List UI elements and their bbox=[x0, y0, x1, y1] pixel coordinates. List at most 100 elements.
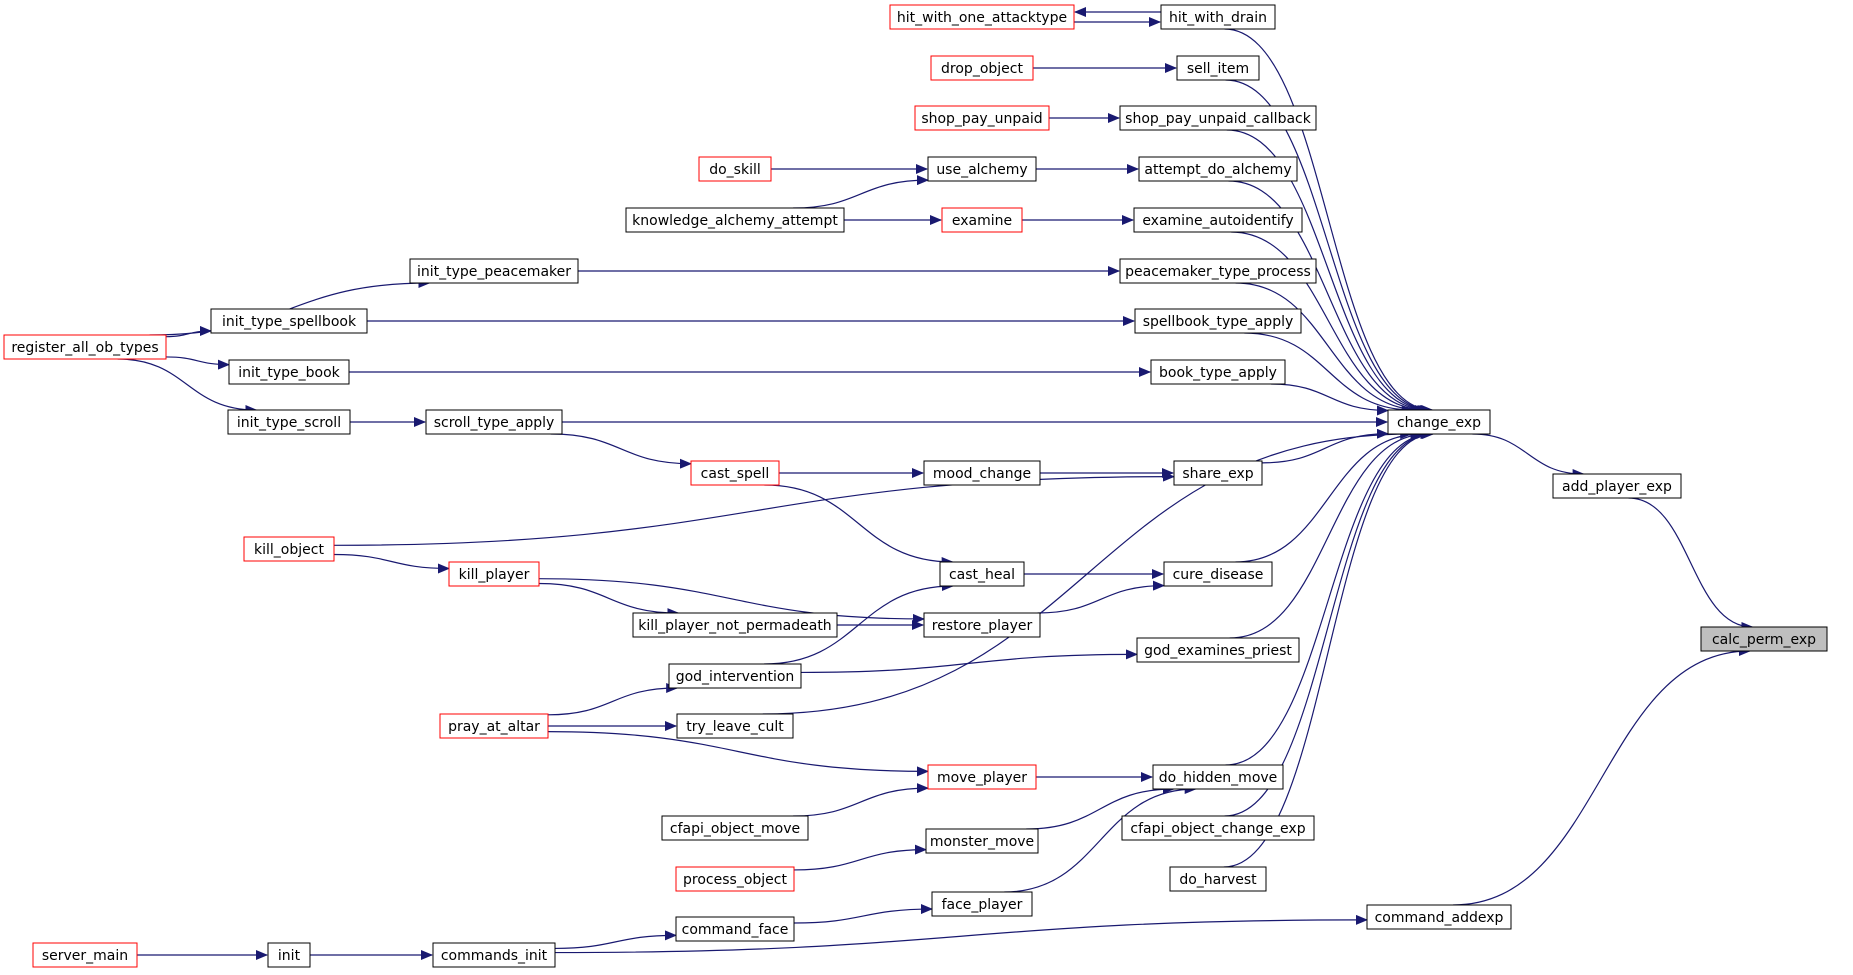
node-box[interactable] bbox=[1169, 866, 1267, 892]
node-box[interactable] bbox=[625, 207, 845, 233]
node-shop_pay_unpaid_callback[interactable]: shop_pay_unpaid_callback bbox=[1119, 105, 1317, 131]
node-process_object[interactable]: process_object bbox=[675, 866, 795, 892]
node-box[interactable] bbox=[927, 156, 1037, 182]
node-box[interactable] bbox=[227, 409, 351, 435]
node-box[interactable] bbox=[931, 891, 1033, 917]
node-server_main[interactable]: server_main bbox=[32, 942, 138, 968]
node-cfapi_object_move[interactable]: cfapi_object_move bbox=[661, 815, 809, 841]
node-box[interactable] bbox=[210, 308, 368, 334]
node-box[interactable] bbox=[927, 764, 1037, 790]
node-cfapi_object_change_exp[interactable]: cfapi_object_change_exp bbox=[1121, 815, 1315, 841]
node-register_all_ob_types[interactable]: register_all_ob_types bbox=[3, 334, 167, 360]
node-init_type_spellbook[interactable]: init_type_spellbook bbox=[210, 308, 368, 334]
node-box[interactable] bbox=[1152, 764, 1284, 790]
node-box[interactable] bbox=[930, 55, 1034, 81]
node-box[interactable] bbox=[1138, 156, 1298, 182]
node-mood_change[interactable]: mood_change bbox=[923, 460, 1041, 486]
node-restore_player[interactable]: restore_player bbox=[923, 612, 1041, 638]
node-box[interactable] bbox=[1552, 473, 1682, 499]
node-box[interactable] bbox=[1387, 409, 1491, 435]
node-box[interactable] bbox=[923, 612, 1041, 638]
node-box[interactable] bbox=[32, 942, 138, 968]
node-box[interactable] bbox=[448, 561, 540, 587]
node-box[interactable] bbox=[439, 713, 549, 739]
node-box[interactable] bbox=[1134, 308, 1302, 334]
node-box[interactable] bbox=[914, 105, 1050, 131]
node-move_player[interactable]: move_player bbox=[927, 764, 1037, 790]
node-kill_object[interactable]: kill_object bbox=[243, 536, 335, 562]
node-pray_at_altar[interactable]: pray_at_altar bbox=[439, 713, 549, 739]
node-drop_object[interactable]: drop_object bbox=[930, 55, 1034, 81]
node-examine[interactable]: examine bbox=[941, 207, 1023, 233]
node-god_intervention[interactable]: god_intervention bbox=[668, 663, 802, 689]
node-spellbook_type_apply[interactable]: spellbook_type_apply bbox=[1134, 308, 1302, 334]
node-monster_move[interactable]: monster_move bbox=[925, 828, 1039, 854]
node-box[interactable] bbox=[690, 460, 780, 486]
node-box[interactable] bbox=[941, 207, 1023, 233]
node-scroll_type_apply[interactable]: scroll_type_apply bbox=[425, 409, 563, 435]
node-box[interactable] bbox=[1700, 626, 1828, 652]
node-box[interactable] bbox=[228, 359, 350, 385]
node-box[interactable] bbox=[1121, 815, 1315, 841]
node-knowledge_alchemy_attempt[interactable]: knowledge_alchemy_attempt bbox=[625, 207, 845, 233]
node-box[interactable] bbox=[1173, 460, 1263, 486]
node-box[interactable] bbox=[632, 612, 838, 638]
node-init[interactable]: init bbox=[267, 942, 311, 968]
node-box[interactable] bbox=[889, 4, 1075, 30]
node-cast_spell[interactable]: cast_spell bbox=[690, 460, 780, 486]
node-calc_perm_exp[interactable]: calc_perm_exp bbox=[1700, 626, 1828, 652]
node-face_player[interactable]: face_player bbox=[931, 891, 1033, 917]
node-add_player_exp[interactable]: add_player_exp bbox=[1552, 473, 1682, 499]
node-kill_player[interactable]: kill_player bbox=[448, 561, 540, 587]
node-box[interactable] bbox=[1150, 359, 1286, 385]
node-box[interactable] bbox=[1163, 561, 1273, 587]
node-box[interactable] bbox=[425, 409, 563, 435]
node-init_type_scroll[interactable]: init_type_scroll bbox=[227, 409, 351, 435]
node-box[interactable] bbox=[676, 713, 794, 739]
node-box[interactable] bbox=[1136, 637, 1300, 663]
node-box[interactable] bbox=[923, 460, 1041, 486]
node-box[interactable] bbox=[668, 663, 802, 689]
node-command_addexp[interactable]: command_addexp bbox=[1366, 904, 1512, 930]
node-do_harvest[interactable]: do_harvest bbox=[1169, 866, 1267, 892]
node-box[interactable] bbox=[1176, 55, 1260, 81]
node-try_leave_cult[interactable]: try_leave_cult bbox=[676, 713, 794, 739]
node-share_exp[interactable]: share_exp bbox=[1173, 460, 1263, 486]
node-cure_disease[interactable]: cure_disease bbox=[1163, 561, 1273, 587]
node-god_examines_priest[interactable]: god_examines_priest bbox=[1136, 637, 1300, 663]
node-box[interactable] bbox=[939, 561, 1025, 587]
node-book_type_apply[interactable]: book_type_apply bbox=[1150, 359, 1286, 385]
node-box[interactable] bbox=[1160, 4, 1276, 30]
node-cast_heal[interactable]: cast_heal bbox=[939, 561, 1025, 587]
node-peacemaker_type_process[interactable]: peacemaker_type_process bbox=[1119, 258, 1317, 284]
node-init_type_peacemaker[interactable]: init_type_peacemaker bbox=[409, 258, 579, 284]
node-box[interactable] bbox=[675, 916, 795, 942]
node-box[interactable] bbox=[267, 942, 311, 968]
node-box[interactable] bbox=[1119, 258, 1317, 284]
node-commands_init[interactable]: commands_init bbox=[432, 942, 556, 968]
node-examine_autoidentify[interactable]: examine_autoidentify bbox=[1133, 207, 1303, 233]
node-box[interactable] bbox=[409, 258, 579, 284]
node-box[interactable] bbox=[1133, 207, 1303, 233]
node-box[interactable] bbox=[432, 942, 556, 968]
node-box[interactable] bbox=[243, 536, 335, 562]
node-kill_player_not_permadeath[interactable]: kill_player_not_permadeath bbox=[632, 612, 838, 638]
node-attempt_do_alchemy[interactable]: attempt_do_alchemy bbox=[1138, 156, 1298, 182]
node-do_skill[interactable]: do_skill bbox=[698, 156, 772, 182]
node-init_type_book[interactable]: init_type_book bbox=[228, 359, 350, 385]
node-hit_with_one_attacktype[interactable]: hit_with_one_attacktype bbox=[889, 4, 1075, 30]
node-box[interactable] bbox=[1119, 105, 1317, 131]
node-box[interactable] bbox=[698, 156, 772, 182]
node-command_face[interactable]: command_face bbox=[675, 916, 795, 942]
node-box[interactable] bbox=[3, 334, 167, 360]
node-box[interactable] bbox=[1366, 904, 1512, 930]
node-box[interactable] bbox=[925, 828, 1039, 854]
node-shop_pay_unpaid[interactable]: shop_pay_unpaid bbox=[914, 105, 1050, 131]
node-hit_with_drain[interactable]: hit_with_drain bbox=[1160, 4, 1276, 30]
node-use_alchemy[interactable]: use_alchemy bbox=[927, 156, 1037, 182]
node-box[interactable] bbox=[675, 866, 795, 892]
node-sell_item[interactable]: sell_item bbox=[1176, 55, 1260, 81]
node-box[interactable] bbox=[661, 815, 809, 841]
node-change_exp[interactable]: change_exp bbox=[1387, 409, 1491, 435]
node-do_hidden_move[interactable]: do_hidden_move bbox=[1152, 764, 1284, 790]
